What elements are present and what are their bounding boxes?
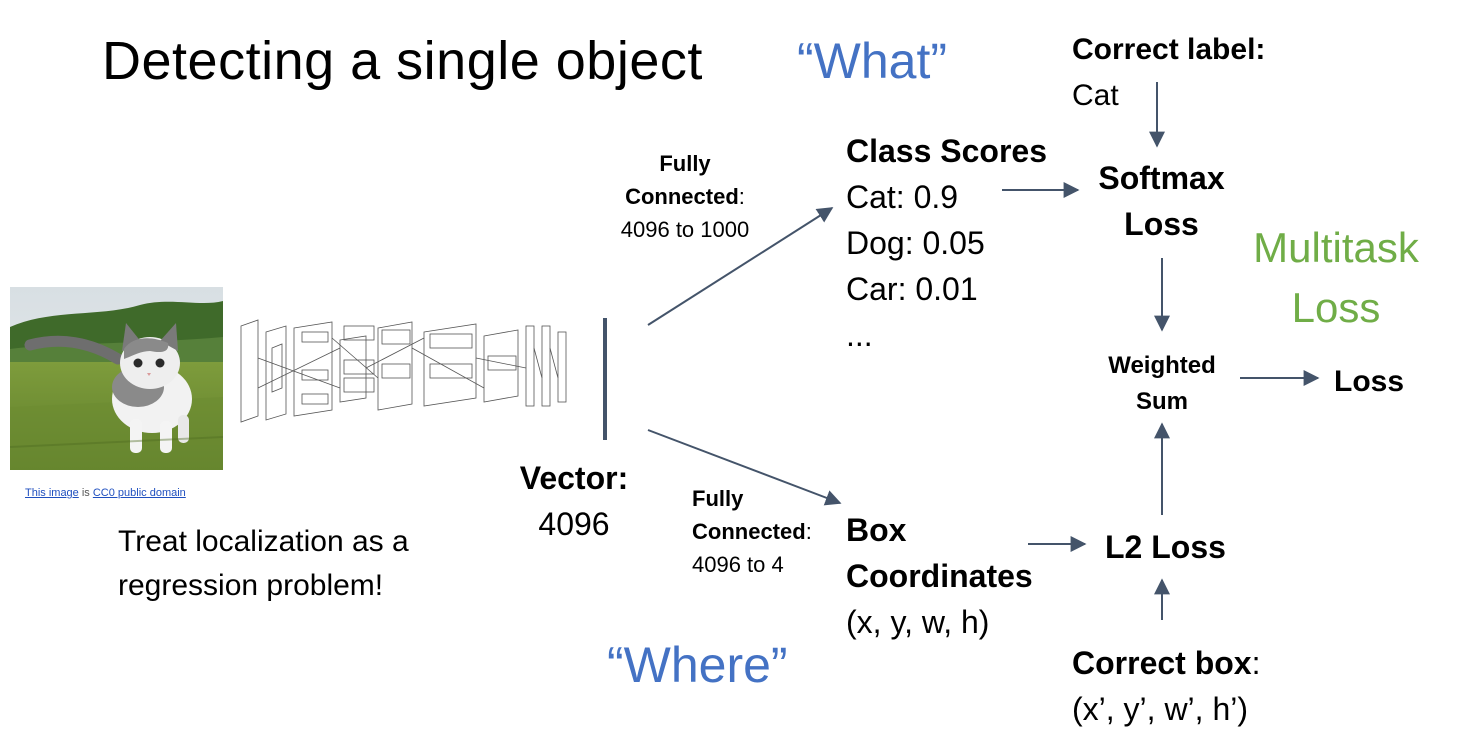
- vector-size: 4096: [538, 506, 610, 542]
- box-coordinates-line3: (x, y, w, h): [846, 604, 990, 640]
- class-scores-heading: Class Scores: [846, 133, 1048, 169]
- fc-top-line3: 4096 to 1000: [620, 217, 750, 242]
- regression-note-line: Treat localization as a: [118, 525, 409, 558]
- fc-top-line2: Connected: [625, 184, 739, 209]
- fc-top-colon: :: [738, 184, 745, 209]
- softmax-loss-node: Softmax Loss: [1090, 155, 1233, 247]
- class-scores-block: Class Scores Cat: 0.9 Dog: 0.05 Car: 0.0…: [846, 128, 1047, 358]
- slide-title: Detecting a single object: [102, 31, 703, 91]
- arrow-vector-to-box-coordinates: [647, 429, 842, 506]
- fc-bottom-label: Fully Connected: 4096 to 4: [692, 482, 812, 581]
- image-credit-text: is: [78, 487, 93, 499]
- box-coordinates-line1: Box: [846, 512, 907, 548]
- correct-box-value: (x’, y’, w’, h’): [1072, 691, 1248, 727]
- where-label: “Where”: [607, 637, 788, 693]
- multitask-loss-line: Loss: [1291, 284, 1381, 331]
- correct-label-value: Cat: [1072, 79, 1119, 112]
- cat-photo: [10, 287, 223, 470]
- fc-top-line1: Fully: [659, 151, 711, 176]
- image-link[interactable]: This image: [25, 487, 79, 499]
- correct-box-heading: Correct box: [1072, 645, 1252, 681]
- fc-bottom-line1: Fully: [692, 486, 744, 511]
- weighted-sum-line: Sum: [1135, 388, 1188, 415]
- image-credit: This image is CC0 public domain: [25, 487, 186, 499]
- vector-label: Vector: 4096: [507, 455, 641, 547]
- multitask-loss-label: Multitask Loss: [1236, 218, 1436, 338]
- box-coordinates-line2: Coordinates: [846, 558, 1033, 594]
- multitask-loss-line: Multitask: [1253, 224, 1419, 271]
- what-label: “What”: [797, 33, 947, 89]
- correct-label-block: Correct label: Cat: [1072, 27, 1265, 119]
- softmax-loss-line: Loss: [1124, 206, 1199, 242]
- regression-note-line: regression problem!: [118, 569, 384, 602]
- correct-label-heading: Correct label:: [1072, 33, 1266, 66]
- vector-heading: Vector:: [519, 460, 629, 496]
- class-score-item: Cat: 0.9: [846, 179, 959, 215]
- correct-box-block: Correct box: (x’, y’, w’, h’): [1072, 640, 1260, 732]
- class-score-item: Car: 0.01: [846, 271, 978, 307]
- class-score-item: Dog: 0.05: [846, 225, 985, 261]
- weighted-sum-node: Weighted Sum: [1092, 348, 1232, 420]
- cnn-architecture-diagram: [240, 319, 567, 423]
- fc-bottom-line2: Connected: [692, 519, 806, 544]
- l2-loss-node: L2 Loss: [1105, 529, 1226, 565]
- box-coordinates-block: Box Coordinates (x, y, w, h): [846, 507, 1033, 645]
- fc-bottom-colon: :: [805, 519, 812, 544]
- softmax-loss-line: Softmax: [1098, 160, 1225, 196]
- correct-box-colon: :: [1251, 645, 1261, 681]
- arrow-vector-to-class-scores: [647, 207, 834, 326]
- license-link[interactable]: CC0 public domain: [92, 487, 186, 499]
- final-loss-node: Loss: [1334, 365, 1405, 398]
- class-score-item: ...: [846, 317, 873, 353]
- fc-top-label: Fully Connected: 4096 to 1000: [605, 147, 765, 246]
- weighted-sum-line: Weighted: [1108, 352, 1216, 379]
- regression-note: Treat localization as a regression probl…: [118, 520, 409, 608]
- fc-bottom-line3: 4096 to 4: [692, 552, 784, 577]
